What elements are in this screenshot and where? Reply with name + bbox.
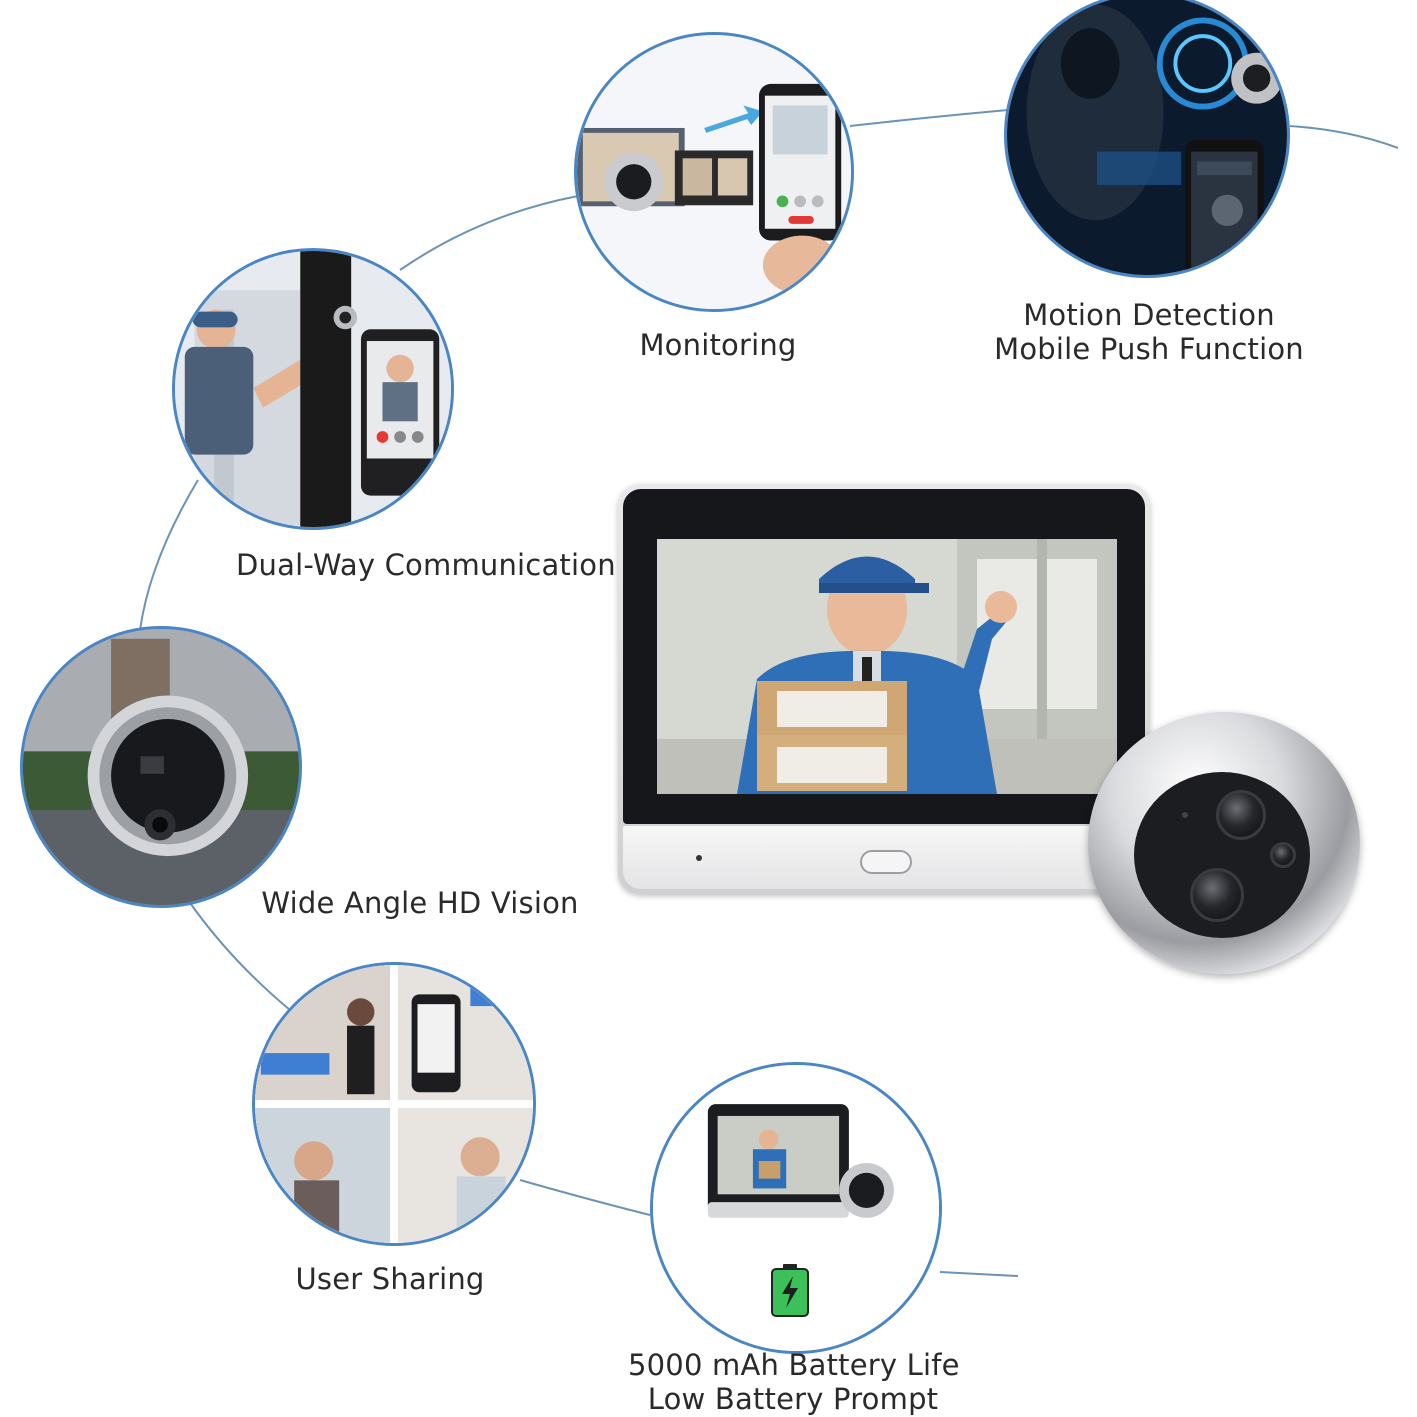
monitoring-circle [574,32,854,312]
battery-label: 5000 mAh Battery Life Low Battery Prompt [628,1348,960,1416]
motion-detection-circle [1004,0,1290,278]
dual-way-label: Dual-Way Communication [236,548,616,582]
delivery-person-image [657,539,1117,794]
battery-line2: Low Battery Prompt [647,1382,939,1416]
battery-line1: 5000 mAh Battery Life [628,1348,960,1382]
home-button [860,850,912,874]
monitoring-label: Monitoring [639,328,797,362]
intercom-icon [175,251,451,527]
dual-way-circle [172,248,454,530]
motion-detection-line1: Motion Detection [1023,298,1275,332]
wide-angle-circle [20,626,302,908]
user-sharing-label: User Sharing [295,1262,485,1296]
peephole-lens-icon [23,629,299,905]
lower-lens [1190,868,1244,922]
user-sharing-circle [252,962,536,1246]
monitor-chin [623,826,1145,889]
indoor-monitor [618,484,1150,894]
upper-lens [1216,790,1266,840]
battery-charging-icon [770,1264,810,1318]
motion-detection-line2: Mobile Push Function [994,332,1304,366]
ir-sensor [1270,842,1296,868]
phone-sharing-icon [255,965,533,1243]
camera-face [1134,772,1310,938]
monitor-bezel [623,489,1145,824]
motion-detection-label: Motion Detection Mobile Push Function [984,298,1314,366]
indicator-dot [1182,812,1188,818]
peephole-camera [1088,712,1360,974]
monitor-screen [657,539,1117,794]
wide-angle-label: Wide Angle HD Vision [261,886,579,920]
microphone-dot [696,855,702,861]
motion-detection-icon [1007,0,1287,275]
app-monitoring-icon [577,35,851,309]
